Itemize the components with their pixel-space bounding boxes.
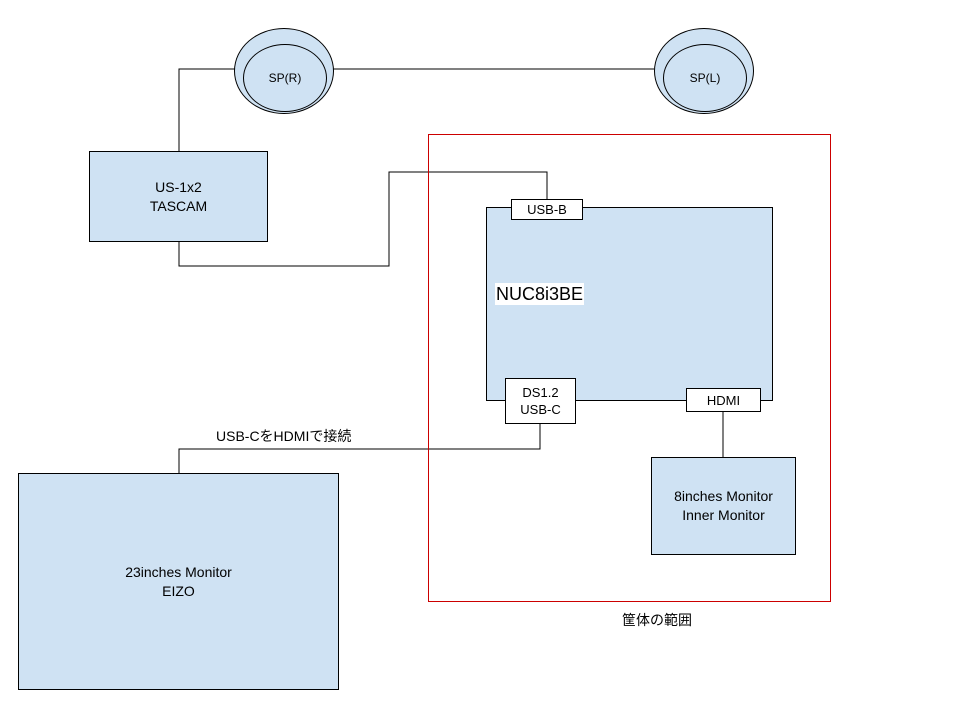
ds-port-label: DS1.2 (522, 385, 559, 400)
line-interface-to-usb-b (178, 171, 548, 267)
audio-interface-box: US-1x2 TASCAM (89, 151, 268, 242)
nuc-label: NUC8i3BE (495, 283, 585, 305)
external-monitor-brand: EIZO (162, 582, 195, 599)
line-speaker-right-to-interface (178, 68, 236, 152)
audio-interface-brand: TASCAM (149, 197, 208, 214)
hdmi-port: HDMI (686, 388, 761, 412)
usb-c-port-label: USB-C (520, 402, 561, 417)
inner-monitor-size: 8inches Monitor (674, 488, 773, 504)
speaker-right: SP(R) (243, 44, 327, 112)
speaker-left: SP(L) (663, 44, 747, 112)
audio-interface-model: US-1x2 (155, 178, 202, 195)
external-monitor-size: 23inches Monitor (125, 563, 232, 580)
enclosure-label: 筐体の範囲 (622, 612, 692, 628)
speaker-left-label: SP(L) (689, 71, 721, 85)
enclosure-boundary (428, 134, 831, 602)
line-usb-c-to-external-monitor (178, 424, 541, 474)
inner-monitor-role: Inner Monitor (682, 507, 765, 523)
speaker-right-label: SP(R) (268, 71, 302, 85)
ds-usb-c-port: DS1.2 USB-C (505, 378, 576, 424)
usb-b-port: USB-B (511, 199, 583, 220)
external-monitor-box: 23inches Monitor EIZO (18, 473, 339, 690)
inner-monitor-box: 8inches Monitor Inner Monitor (651, 457, 796, 555)
connection-label: USB-CをHDMIで接続 (216, 428, 352, 444)
hdmi-port-label: HDMI (706, 392, 741, 408)
usb-b-port-label: USB-B (527, 202, 567, 217)
